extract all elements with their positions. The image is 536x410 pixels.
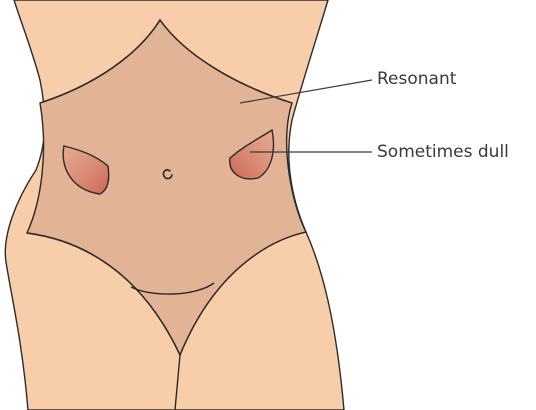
resonant-label: Resonant <box>377 69 457 89</box>
sometimes-dull-label: Sometimes dull <box>377 142 509 162</box>
